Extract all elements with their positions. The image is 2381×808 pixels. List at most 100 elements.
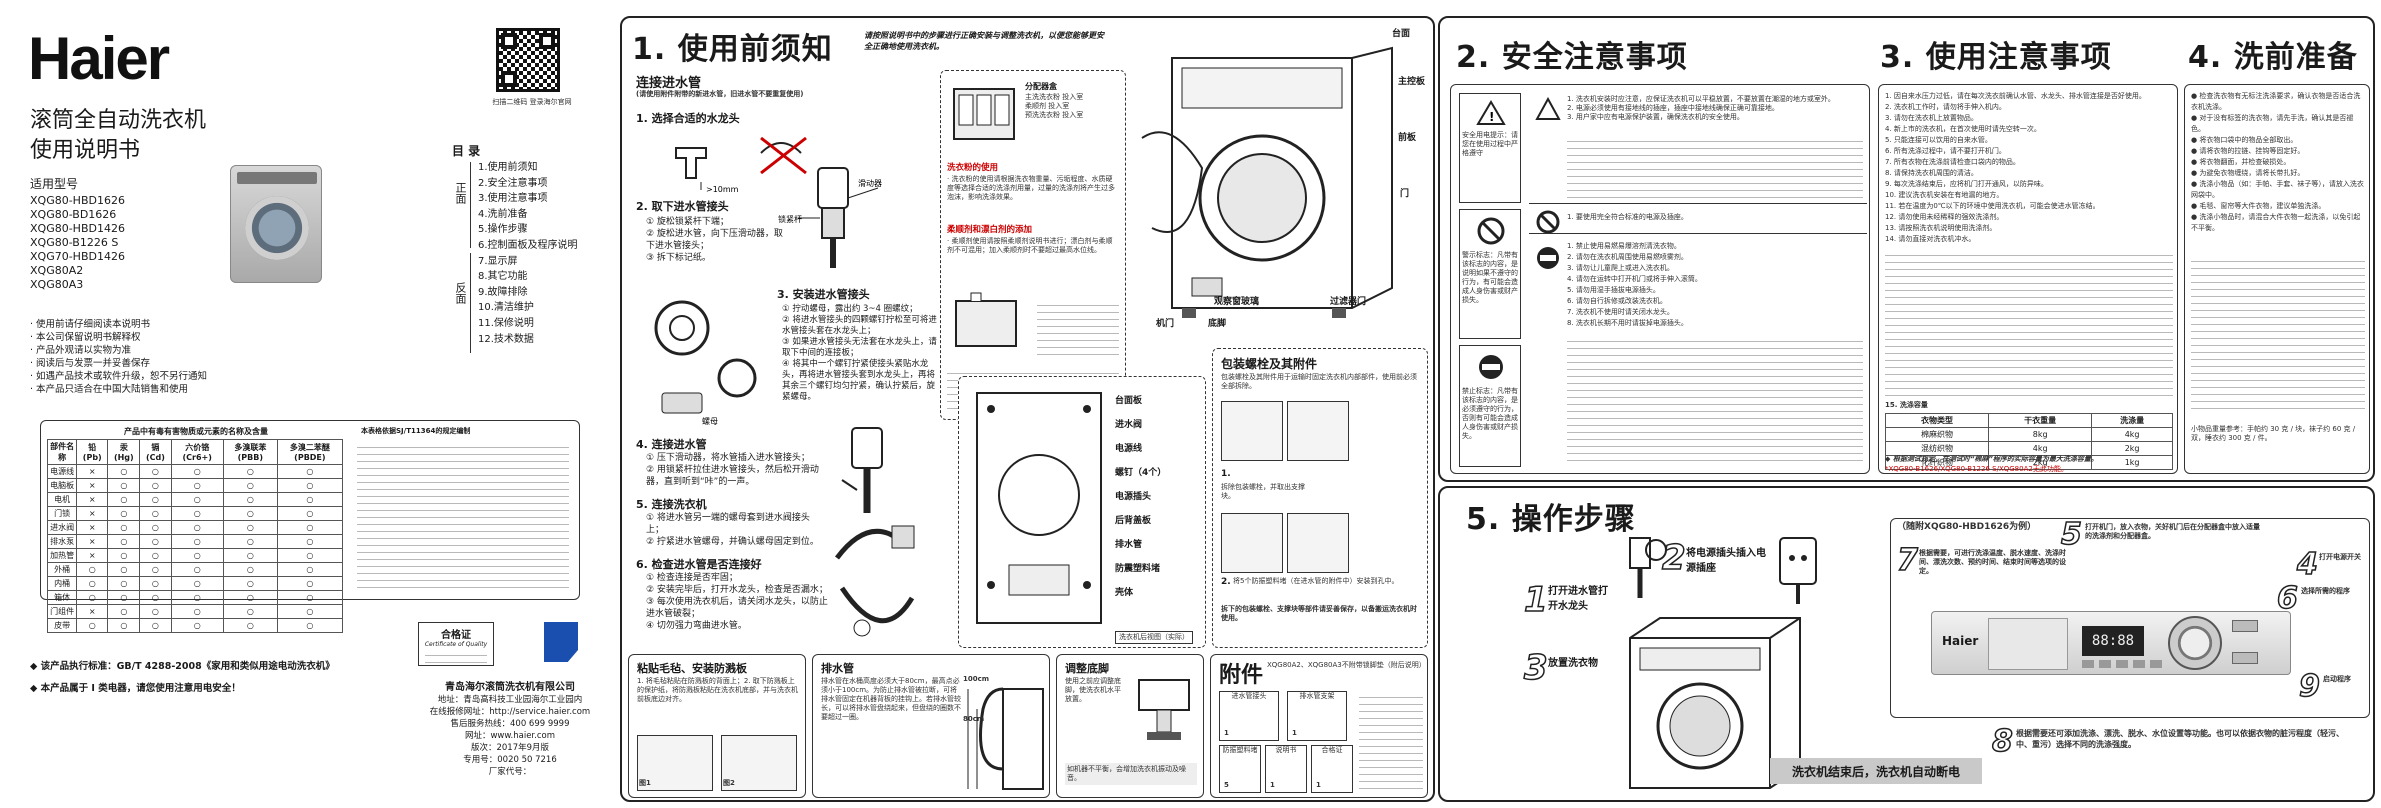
- step-item: ② 旋松进水管，向下压滑动器，取下进水管接头；: [646, 229, 783, 251]
- toc-item[interactable]: 12.技术数据: [478, 333, 534, 345]
- table-cell: ○: [107, 590, 141, 605]
- power-button[interactable]: [2232, 620, 2258, 632]
- table-row: 加热管×○○○○○: [46, 548, 344, 563]
- table-cell: ○: [139, 548, 172, 563]
- table-cell: ○: [139, 520, 172, 535]
- detergent-items: 主洗洗衣粉 投入室 柔顺剂 投入室 预洗洗衣粉 投入室: [1025, 93, 1121, 120]
- usage-item: 4. 新上市的洗衣机，在首次使用时请先空转一次。: [1885, 125, 2041, 133]
- table-cell: ○: [139, 464, 172, 479]
- drain-text: 排水管在水桶高度必须大于80cm，最高点必须小于100cm。为防止排水管被拉断，…: [821, 677, 961, 721]
- table-cell: 电源线: [46, 464, 78, 479]
- table-cell: ○: [170, 492, 224, 507]
- th: 衣物类型: [1884, 413, 1990, 428]
- table-cell: ○: [139, 576, 172, 591]
- table-cell: ○: [276, 464, 344, 479]
- exec-standard: ◆ 该产品执行标准：GB/T 4288-2008《家用和类似用途电动洗衣机》: [30, 661, 335, 672]
- label-window: 门: [1400, 189, 1410, 199]
- table-cell: ○: [107, 604, 141, 619]
- accessories-notes: [1359, 691, 1423, 791]
- qr-code: [496, 28, 560, 92]
- th: 干衣重量: [1988, 413, 2093, 428]
- usage-item: 7. 所有衣物在洗涤前请检查口袋内的物品。: [1885, 158, 2020, 166]
- drain-height-100: 100cm: [963, 675, 990, 683]
- table-cell: 门锁: [46, 506, 78, 521]
- table-cell: ○: [222, 464, 278, 479]
- detergent-drawer[interactable]: [1988, 618, 2068, 670]
- back-label: 台面板: [1115, 396, 1143, 406]
- toc-item[interactable]: 11.保修说明: [478, 317, 534, 329]
- step-item: ④ 将其中一个螺钉拧紧使接头紧贴水龙头，再将进水管接头套到水龙头上，再将其余三个…: [782, 359, 936, 402]
- th: 汞 (Hg): [107, 439, 141, 465]
- website[interactable]: 网址：www.haier.com: [464, 731, 556, 741]
- th: 洗涤量: [2091, 413, 2173, 428]
- step-badge-3: 3: [1523, 647, 1548, 689]
- toc-item[interactable]: 6.控制面板及程序说明: [478, 239, 578, 251]
- table-cell: 8kg: [1988, 427, 2093, 442]
- inlet-note: (请使用附件附带的新进水管，旧进水管不要重复使用): [636, 90, 804, 98]
- table-cell: 箱体: [46, 590, 78, 605]
- program-knob[interactable]: [2168, 616, 2222, 670]
- pkg-step2-num: 2.: [1221, 577, 1231, 587]
- capacity-heading: 15. 洗涤容量: [1885, 401, 1928, 409]
- prep-item: ● 对于没有标签的洗衣物，请先手洗，确认其是否褪色。: [2191, 114, 2354, 133]
- control-panel-strip: Haier 88:88: [1931, 611, 2291, 675]
- start-button[interactable]: [2232, 652, 2258, 664]
- safety-item: 1. 要使用完全符合标准的电源及插座。: [1567, 213, 1688, 221]
- accessory-drain-bracket: 排水管支架 1: [1287, 691, 1347, 741]
- group-1-icon: [1535, 96, 1561, 123]
- prep-item: ● 为避免衣物缠绕，请将长带扎好。: [2191, 169, 2305, 177]
- control-panel-example: （随附XQG80-HBD1626为例） 5 打开机门，放入衣物，关好机门后在分配…: [1890, 516, 2370, 718]
- option-buttons[interactable]: [2082, 660, 2162, 668]
- foot-illustration: [1138, 679, 1190, 740]
- toc-item[interactable]: 9.故障排除: [478, 286, 528, 298]
- table-cell: ○: [276, 548, 344, 563]
- accessory-qty: 1: [1224, 729, 1229, 737]
- table-cell: ○: [222, 618, 278, 633]
- table-cell: ○: [139, 506, 172, 521]
- label-panel: 主控板: [1398, 77, 1426, 87]
- toc-item[interactable]: 7.显示屏: [478, 255, 518, 267]
- accessory-name: 合格证: [1321, 746, 1343, 754]
- pkg-fig-2: [1287, 401, 1349, 461]
- toc-item[interactable]: 1.使用前须知: [478, 162, 538, 173]
- table-cell: ○: [276, 492, 344, 507]
- table-cell: 电脑板: [46, 478, 78, 493]
- step-badge-6: 6: [2276, 580, 2298, 617]
- note-item: · 阅读后与发票一并妥善保存: [30, 358, 151, 369]
- cert-sub: Certificate of Quality: [424, 641, 488, 648]
- toc-item[interactable]: 2.安全注意事项: [478, 177, 548, 189]
- back-label: 电源线: [1115, 444, 1143, 454]
- toc-item[interactable]: 10.清洁维护: [478, 302, 534, 314]
- toc-item[interactable]: 4.洗前准备: [478, 208, 528, 220]
- safety-item: 4. 请勿在运转中打开机门或将手伸入滚筒。: [1567, 275, 1702, 283]
- warning-triangle-icon: !: [1476, 100, 1506, 125]
- table-cell: ×: [76, 492, 109, 507]
- step-badge-5: 5: [2060, 516, 2082, 553]
- model-item: XQG80-HBD1626: [30, 194, 125, 207]
- back-label: 电源插头: [1115, 492, 1152, 502]
- class-note: ◆ 本产品属于 I 类电器，请您使用注意用电安全！: [30, 683, 241, 694]
- product-code: 专用号：0020 50 7216: [463, 755, 557, 765]
- step-4-text: 打开电源开关: [2319, 553, 2361, 561]
- toc-item[interactable]: 5.操作步骤: [478, 224, 528, 236]
- toc-list: 1.使用前须知 2.安全注意事项 3.使用注意事项 4.洗前准备 5.操作步骤 …: [478, 160, 578, 347]
- cover-page: Haier 滚筒全自动洗衣机 使用说明书 扫描二维码 登录海尔官网 适用型号 X…: [0, 0, 610, 808]
- cover-notes: · 使用前请仔细阅读本说明书 · 本公司保留说明书解释权 · 产品外观请以实物为…: [30, 318, 207, 396]
- step-badge-7: 7: [1896, 542, 1918, 579]
- safety-item: 3. 用户家中应有电源保护装置，确保洗衣机的安全使用。: [1567, 113, 1744, 121]
- step-item: ② 安装完毕后，打开水龙头，检查是否漏水；: [646, 585, 828, 595]
- safety-item: 8. 洗衣机长期不用时请拔掉电源插头。: [1567, 319, 1688, 327]
- toc-item[interactable]: 3.使用注意事项: [478, 193, 548, 205]
- pkg-note: 拆下的包装螺栓、支撑块等部件请妥善保存，以备搬运洗衣机时使用。: [1221, 605, 1417, 622]
- prep-item: ● 毛毯、窗帘等大件衣物，建议单独洗涤。: [2191, 202, 2326, 210]
- table-cell: ○: [107, 506, 141, 521]
- table-cell: ○: [76, 576, 109, 591]
- washer-front-illustration: [1141, 46, 1393, 318]
- table-cell: ○: [222, 534, 278, 549]
- toc-item[interactable]: 8.其它功能: [478, 271, 528, 283]
- back-label: 排水管: [1115, 540, 1143, 550]
- service-site[interactable]: 在线报修网址：http://service.haier.com: [429, 707, 591, 717]
- model-item: XQG80-HBD1426: [30, 222, 125, 235]
- step-9-text: 启动程序: [2323, 675, 2351, 683]
